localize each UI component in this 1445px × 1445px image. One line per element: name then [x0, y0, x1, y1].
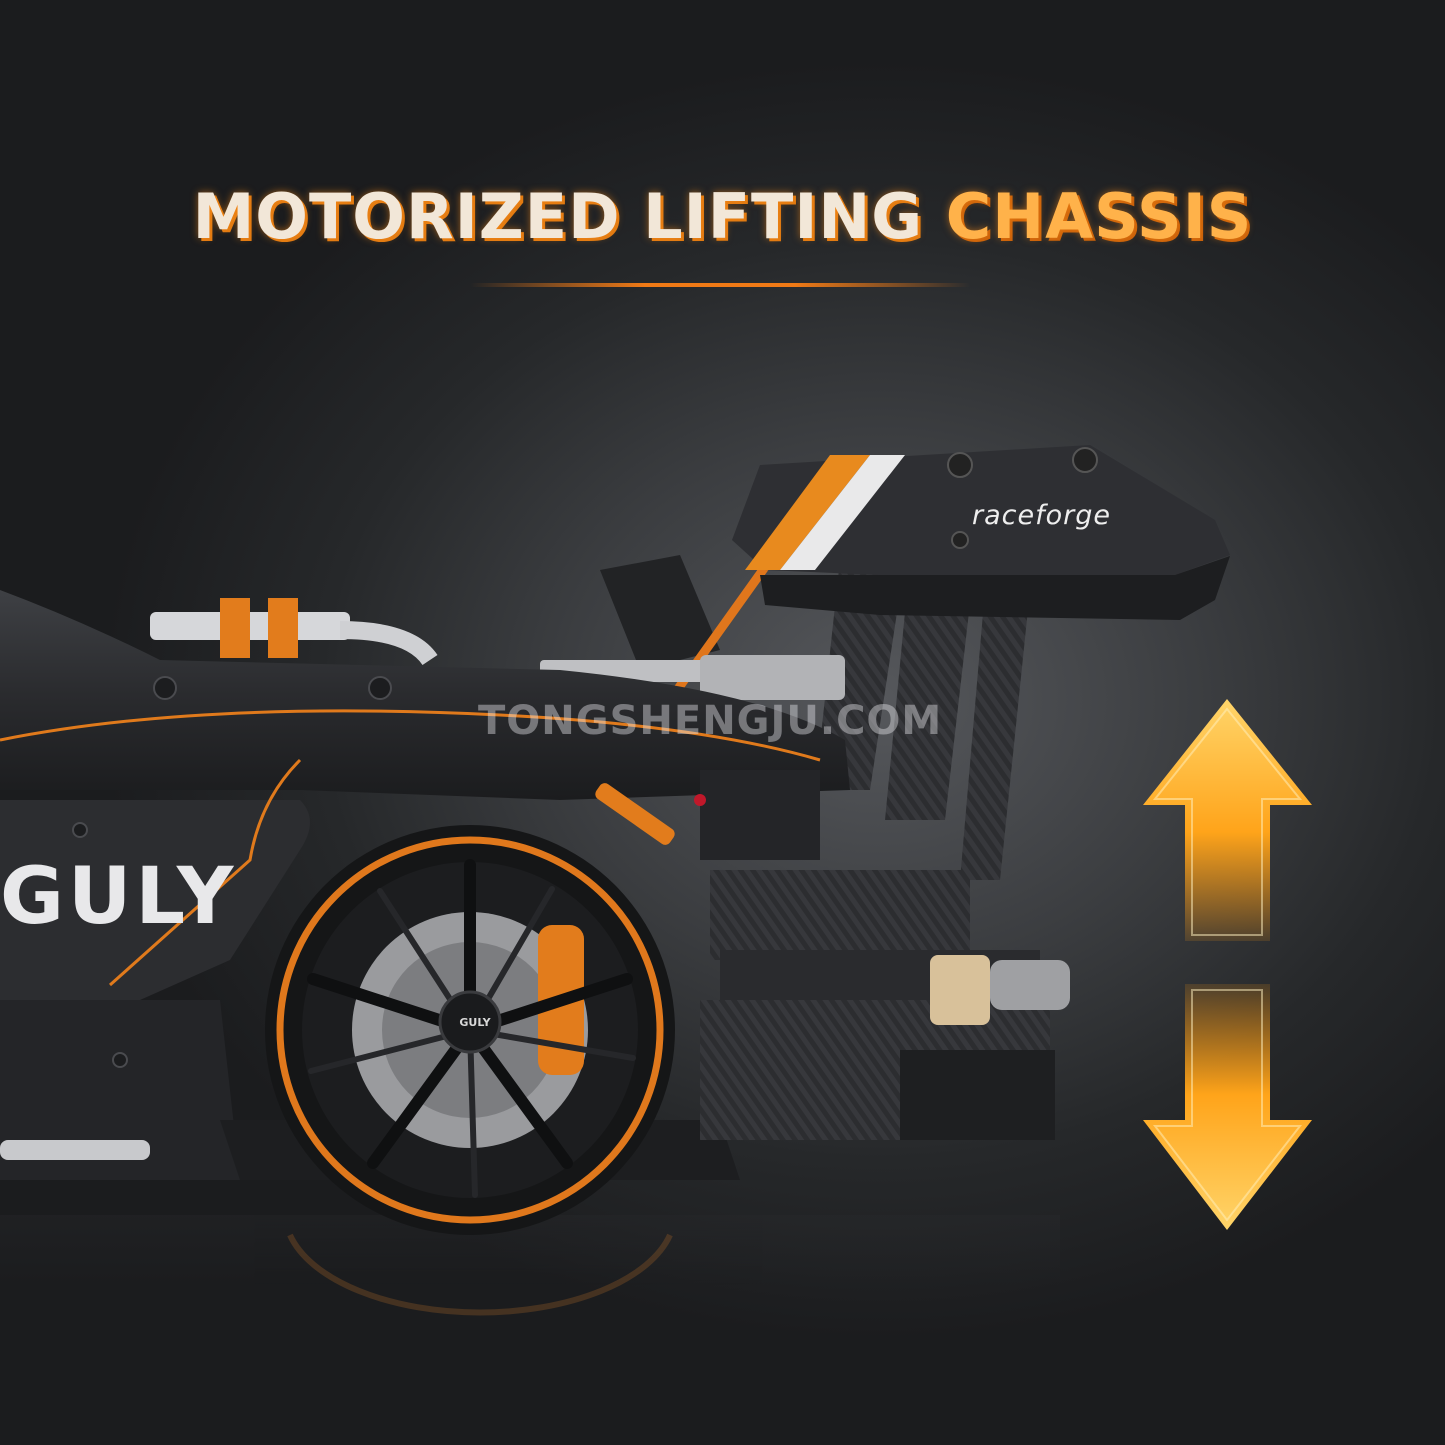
- headline-part-1: MOTORIZED LIFTING: [192, 180, 924, 253]
- headline-part-2: CHASSIS: [945, 180, 1253, 253]
- rear-wheel: [265, 825, 675, 1235]
- side-decal-brand: GULY: [0, 852, 238, 942]
- floor-reflection: [0, 1215, 1060, 1316]
- rear-spoiler: [732, 445, 1230, 620]
- spoiler-struts: [600, 555, 1030, 880]
- wheel-hub-logo: GULY: [459, 1016, 491, 1029]
- headline-underline: [470, 283, 970, 287]
- up-arrow-icon: [1143, 699, 1312, 941]
- spoiler-decal: raceforge: [972, 500, 1111, 531]
- down-arrow-icon: [1143, 984, 1312, 1230]
- engine-detail: [150, 598, 845, 700]
- watermark: TONGSHENGJU.COM: [478, 698, 943, 744]
- rear-mechanicals: [595, 770, 1070, 1140]
- headline: MOTORIZED LIFTING CHASSIS: [0, 180, 1445, 253]
